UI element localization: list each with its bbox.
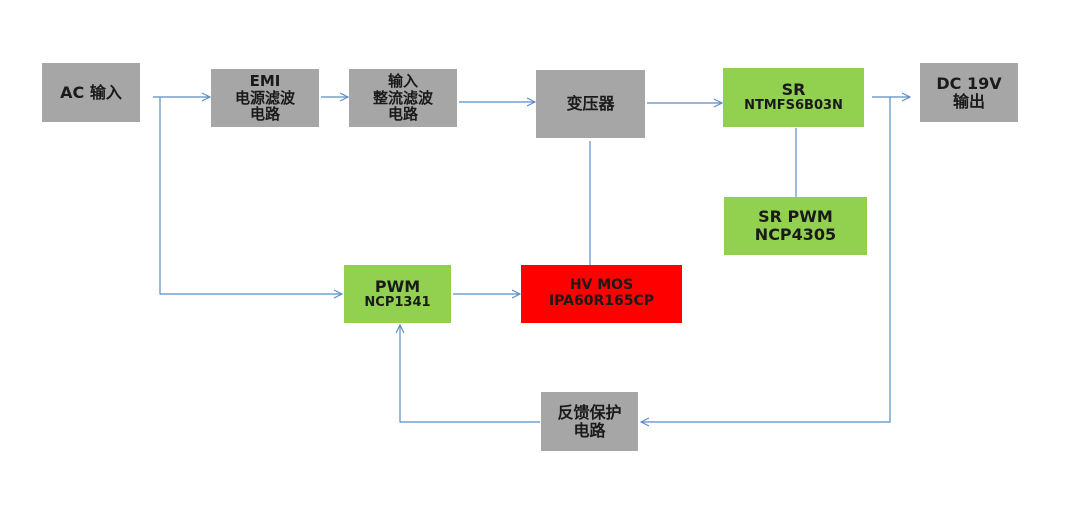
sr-block: SR NTMFS6B03N <box>723 68 864 127</box>
ac-input-block: AC 输入 <box>42 63 140 122</box>
arrow-output-to-feedback <box>641 97 891 422</box>
sr-pwm-block: SR PWM NCP4305 <box>724 197 867 255</box>
input-rectifier-line1: 输入 <box>387 71 418 90</box>
sr-pwm-part-number: NCP4305 <box>754 225 837 244</box>
transformer-block: 变压器 <box>536 70 645 138</box>
ac-input-label: AC 输入 <box>60 82 122 102</box>
emi-filter-line3: 电路 <box>249 105 280 124</box>
pwm-title: PWM <box>374 276 421 296</box>
sr-part-number: NTMFS6B03N <box>744 98 843 114</box>
dc-output-line2: 输出 <box>952 91 985 111</box>
dc-output-block: DC 19V 输出 <box>920 63 1018 122</box>
dc-output-line1: DC 19V <box>936 73 1002 93</box>
emi-filter-line2: 电源滤波 <box>234 88 295 107</box>
hv-mos-part-number: IPA60R165CP <box>548 293 655 309</box>
input-rectifier-line2: 整流滤波 <box>372 88 433 107</box>
arrow-feedback-to-pwm <box>400 325 540 423</box>
feedback-protection-block: 反馈保护 电路 <box>541 392 638 451</box>
pwm-block: PWM NCP1341 <box>344 265 451 323</box>
input-rectifier-line3: 电路 <box>387 105 418 124</box>
hv-mos-title: HV MOS <box>569 277 634 294</box>
transformer-label: 变压器 <box>566 94 615 114</box>
feedback-line2: 电路 <box>573 420 606 440</box>
emi-filter-line1: EMI <box>249 71 281 90</box>
feedback-line1: 反馈保护 <box>557 402 622 422</box>
hv-mos-block: HV MOS IPA60R165CP <box>521 265 682 323</box>
pwm-part-number: NCP1341 <box>364 294 431 310</box>
sr-pwm-title: SR PWM <box>758 207 833 227</box>
arrow-ac-to-pwm <box>159 97 342 294</box>
sr-title: SR <box>781 80 806 100</box>
emi-filter-block: EMI 电源滤波 电路 <box>211 69 319 127</box>
input-rectifier-block: 输入 整流滤波 电路 <box>349 69 457 127</box>
